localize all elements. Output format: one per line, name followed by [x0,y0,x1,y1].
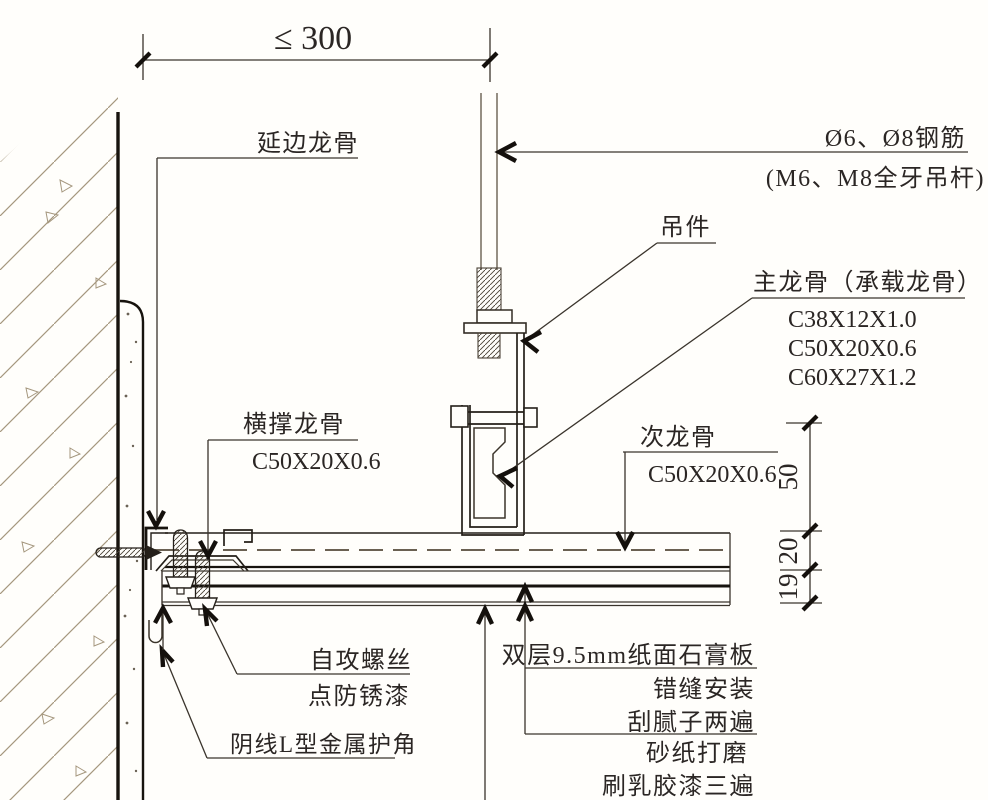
board-text: 双层9.5mm纸面石膏板 [502,642,755,669]
main-runner-profile [473,427,506,519]
wall-section [0,95,145,800]
label-steel-rod: Ø6、Ø8钢筋 (M6、M8全牙吊杆) [494,125,985,192]
screw-text-2: 点防锈漆 [308,683,410,710]
label-corner-bead: 阴线L型金属护角 [153,603,417,759]
hanger-rod [463,93,527,535]
leader-arrow-icon [198,539,218,561]
channel-clip-bracket [223,529,253,546]
edge-runner-text: 延边龙骨 [257,130,359,157]
rod-nut [476,309,513,324]
bolt-head-right [523,407,538,428]
label-edge-runner: 延边龙骨 [146,130,359,531]
dim-tick [134,51,152,69]
leader-arrow-icon [159,643,175,668]
dim-tick [801,594,819,612]
hanger-plate [463,322,527,334]
secondary-runner-text: 次龙骨 [640,424,717,451]
main-runner-spec-1: C38X12X1.0 [788,307,917,333]
steel-rod-text-1: Ø6、Ø8钢筋 [825,125,966,152]
leader-arrow-icon [494,141,518,163]
steel-rod-text-2: (M6、M8全牙吊杆) [766,165,985,192]
leader-arrow-icon [516,600,534,622]
rod-thread-lower [477,332,501,359]
leader-arrow-icon [153,603,173,625]
self-tapping-screw-2 [187,550,218,616]
secondary-runner-spec: C50X20X0.6 [648,462,777,488]
self-tapping-screw-1 [165,529,196,595]
label-screw: 自攻螺丝 点防锈漆 [202,602,412,710]
plaster-specks [123,312,139,773]
leader-arrow-icon [615,530,635,552]
main-runner-spec-3: C60X27X1.2 [788,365,917,391]
main-runner-text: 主龙骨（承载龙骨） [753,269,983,296]
dim-top-value: ≤ 300 [274,20,352,57]
leader-arrow-icon [146,509,166,531]
dimension-top-span: ≤ 300 [134,20,499,82]
leader-arrow-icon [202,602,219,627]
dim-tick [801,561,819,579]
bolt-head-left [450,405,469,428]
putty-text: 刮腻子两遍 [628,709,756,736]
label-cross-brace: 横撑龙骨 C50X20X0.6 [198,411,381,561]
screw-text-1: 自攻螺丝 [310,647,412,674]
wall-aggregate-triangles [21,179,108,777]
label-secondary-runner: 次龙骨 C50X20X0.6 [615,424,778,552]
dim-tick [801,414,819,432]
rod-thread-upper [476,267,502,313]
leader-arrow-icon [495,466,518,489]
main-runner-spec-2: C50X20X0.6 [788,336,917,362]
cross-brace-spec: C50X20X0.6 [252,449,381,475]
dim-20: 20 [773,538,803,565]
paint-text: 刷乳胶漆三遍 [602,773,755,800]
cross-brace-text: 横撑龙骨 [243,411,345,438]
wall-anchor-nail [95,545,162,560]
hanger-text: 吊件 [660,214,711,241]
dim-50: 50 [773,464,803,491]
label-board-finishes: 双层9.5mm纸面石膏板 错缝安装 刮腻子两遍 砂纸打磨 刷乳胶漆三遍 [476,581,757,800]
board-note-text: 错缝安装 [653,676,755,703]
label-main-runner: 主龙骨（承载龙骨） C38X12X1.0 C50X20X0.6 C60X27X1… [495,269,983,489]
corner-bead-hook [148,614,163,644]
leader-arrow-icon [519,330,543,354]
ceiling-assembly [148,529,731,644]
label-hanger: 吊件 [519,214,716,354]
dim-tick [481,51,499,69]
leader-arrow-icon [476,603,494,625]
dim-tick [801,522,819,540]
hanger-clip [450,405,538,536]
sanding-text: 砂纸打磨 [646,740,748,767]
leader-arrow-icon [516,581,534,603]
wall-hatch [0,95,118,800]
dimension-right-chain: 50 20 19 [773,414,822,612]
plaster-band [119,299,145,800]
dim-19: 19 [773,574,803,601]
corner-bead-text: 阴线L型金属护角 [230,732,417,757]
